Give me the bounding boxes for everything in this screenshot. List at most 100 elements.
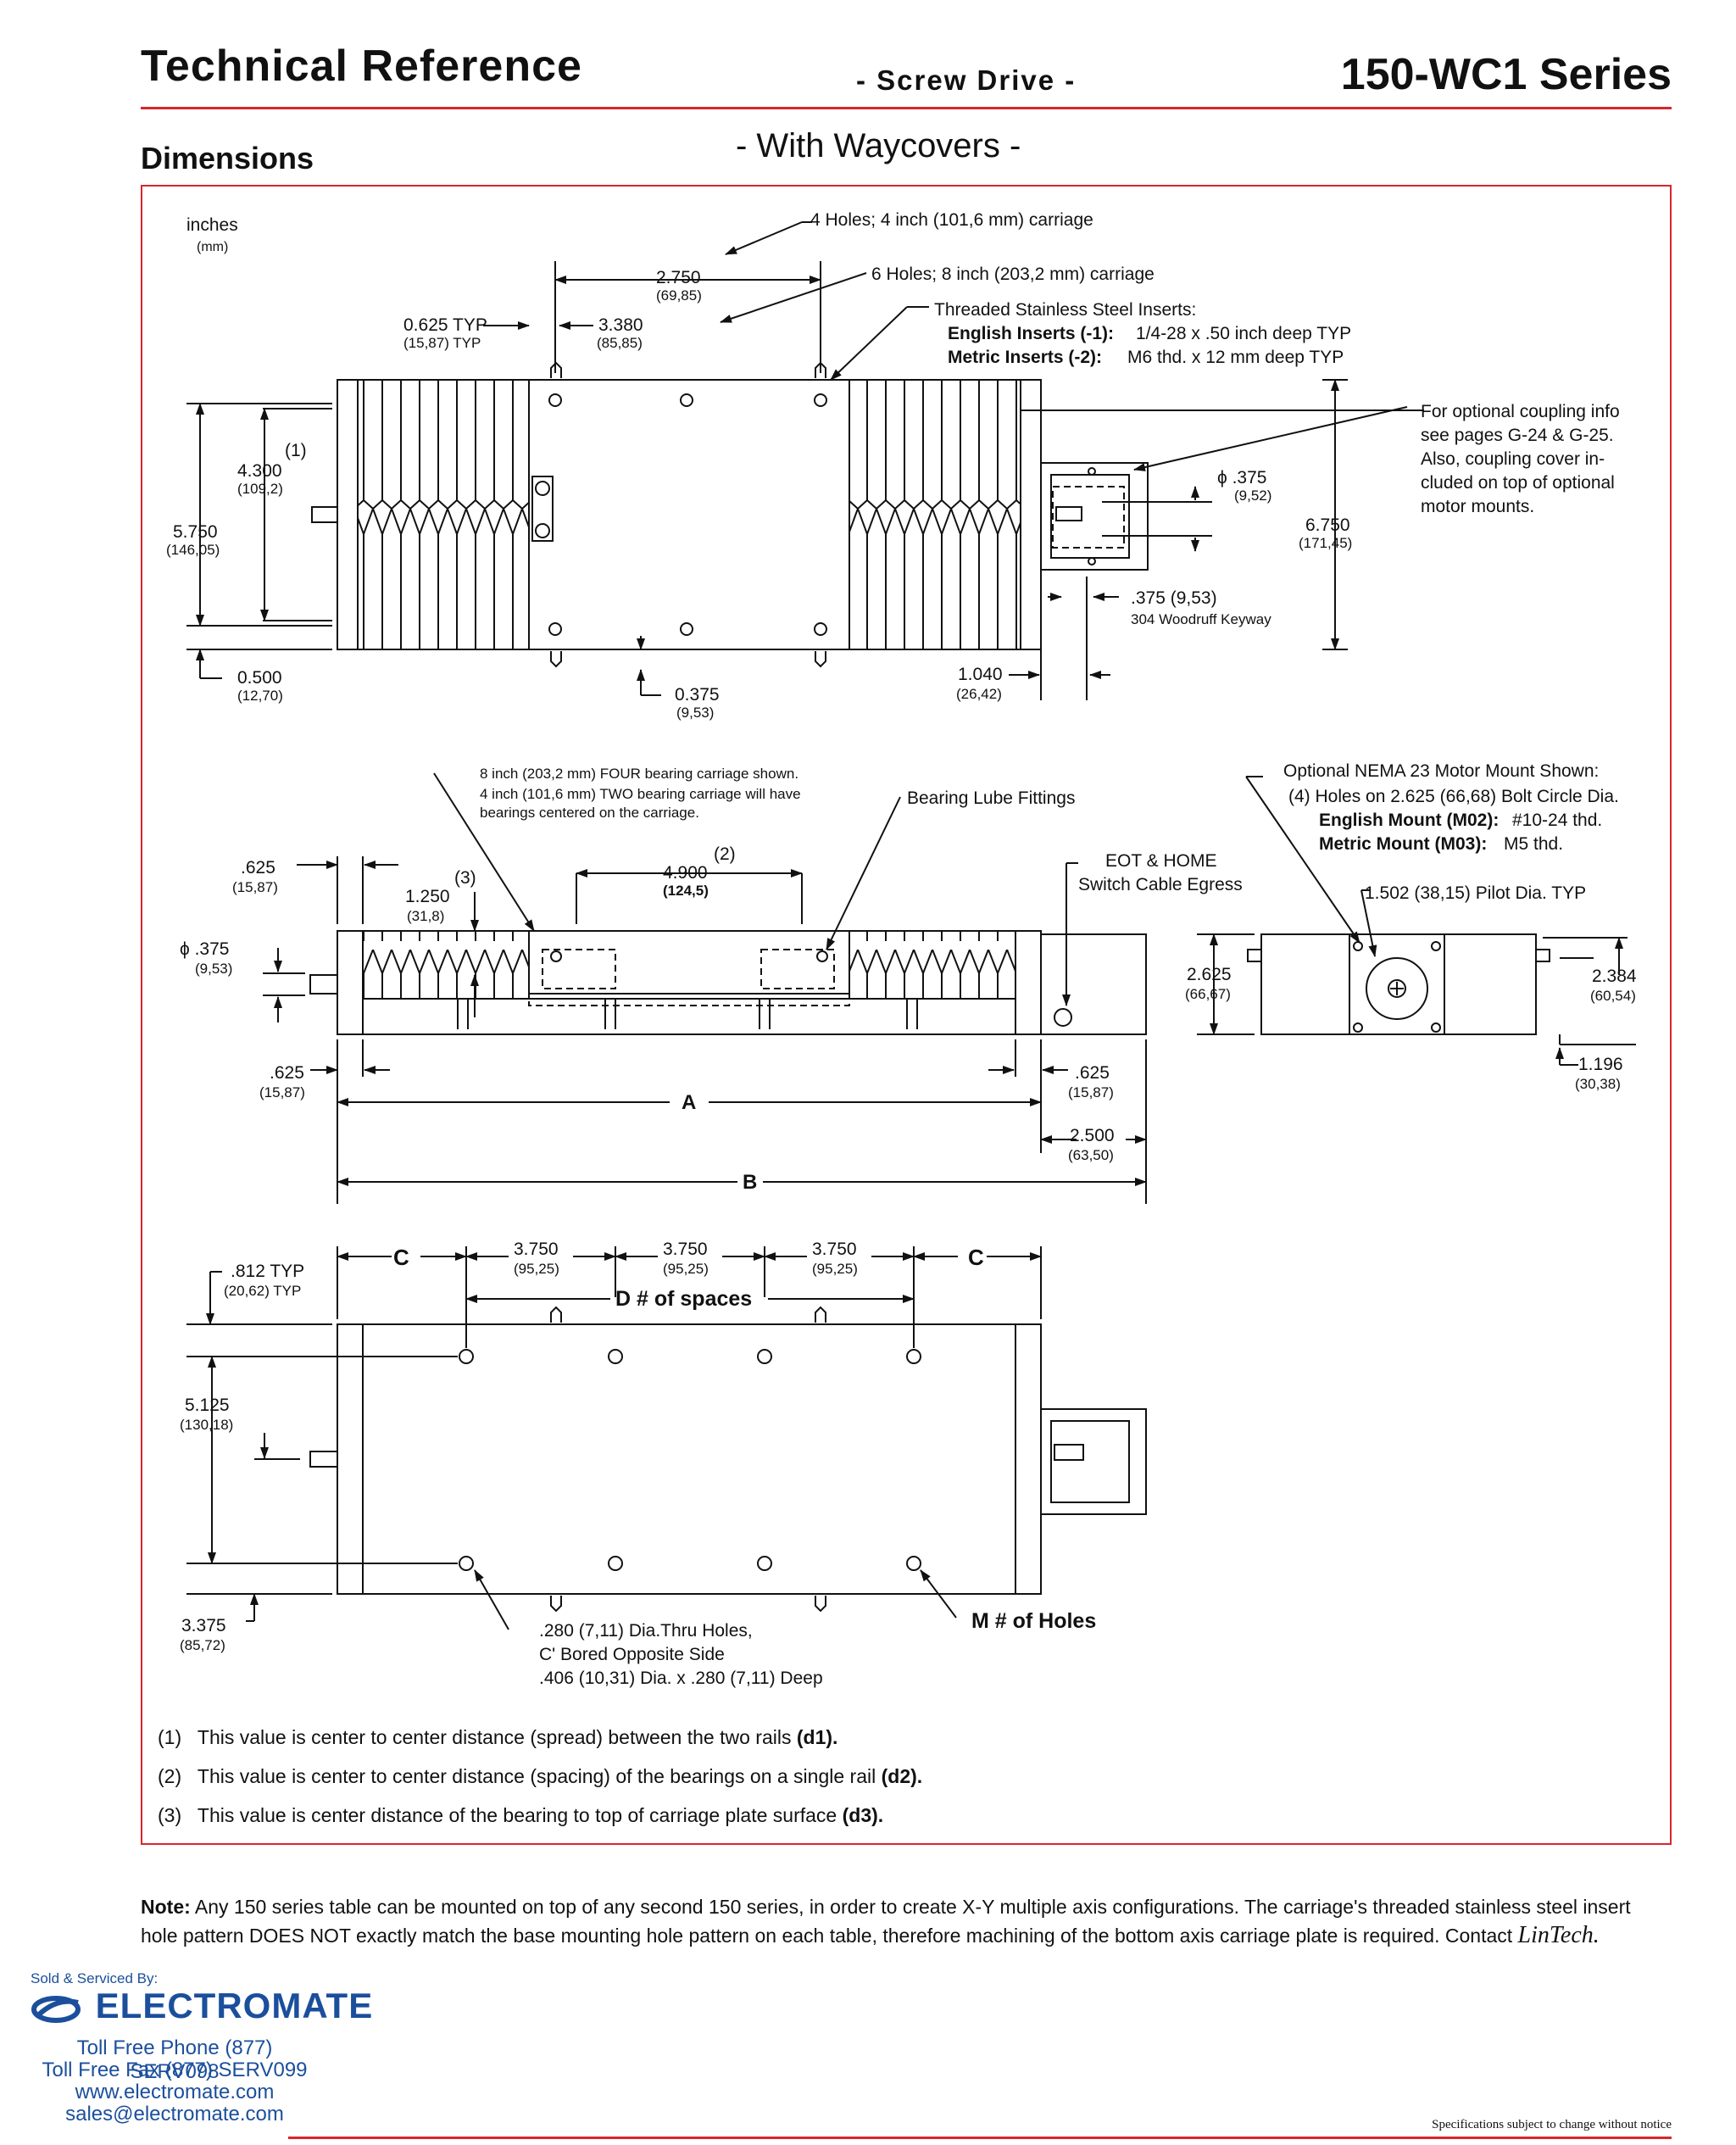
dim-A: A (682, 1091, 696, 1114)
drawing-frame (141, 185, 1672, 1845)
m-holes-label: M # of Holes (971, 1609, 1096, 1633)
coupling-line-5: motor mounts. (1421, 497, 1534, 516)
dim-dia-375: ϕ .375 (1217, 468, 1266, 488)
note-paragraph: Note: Any 150 series table can be mounte… (141, 1896, 1631, 1948)
motor-coupling (1040, 462, 1149, 571)
dim-2750-mm: (69,85) (656, 287, 702, 304)
dim-dia-375-mm: (9,52) (1234, 488, 1271, 504)
carriage-note-2: 4 inch (101,6 mm) TWO bearing carriage w… (480, 786, 801, 802)
dim-keyway-375: .375 (9,53) (1131, 588, 1217, 608)
dim-2500: 2.500 (1070, 1126, 1115, 1145)
dim-2500-mm: (63,50) (1068, 1147, 1114, 1163)
page-title: Technical Reference (141, 42, 582, 91)
side-dim-dia-375-mm: (9,53) (195, 961, 232, 977)
dim-5750: 5.750 (173, 522, 218, 542)
dim-3375-mm: (85,72) (180, 1637, 225, 1653)
dim-1250: 1.250 (405, 887, 450, 906)
motor-mount-metric-value: M5 thd. (1504, 834, 1563, 854)
side-dim-dia-375: ϕ .375 (180, 939, 229, 959)
lube-fittings-label: Bearing Lube Fittings (907, 788, 1075, 808)
coupling-line-3: Also, coupling cover in- (1421, 449, 1605, 469)
header-rule (141, 107, 1672, 109)
footnote-1: (1) This value is center to center dista… (158, 1726, 838, 1748)
units-sub: (mm) (197, 240, 228, 254)
dim-6750: 6.750 (1305, 515, 1350, 535)
dim-625b: .625 (270, 1063, 304, 1083)
motor-mount-holes: (4) Holes on 2.625 (66,68) Bolt Circle D… (1288, 787, 1619, 806)
dim-3750-3-mm: (95,25) (812, 1261, 858, 1277)
footer-fax: Toll Free Fax (877) SERV099 (42, 2059, 308, 2081)
dim-5125: 5.125 (185, 1396, 230, 1415)
dim-3750-1: 3.750 (514, 1240, 559, 1259)
footer-phone: Toll Free Phone (877) SERV098 (76, 2036, 273, 2083)
dim-D-spaces: D # of spaces (615, 1287, 752, 1311)
callout-metric-inserts: Metric Inserts (-2): (948, 348, 1102, 367)
note-2-marker: (2) (714, 844, 736, 864)
dim-6750-mm: (171,45) (1299, 535, 1352, 551)
dim-2384-mm: (60,54) (1590, 988, 1636, 1004)
dim-0625: 0.625 TYP (403, 315, 487, 335)
holes-line-1: .280 (7,11) Dia.Thru Holes, (539, 1621, 753, 1641)
coupling-line-2: see pages G-24 & G-25. (1421, 426, 1614, 445)
dim-4300-mm: (109,2) (237, 481, 283, 497)
dim-812: .812 TYP (231, 1262, 304, 1281)
bottom-view-body (337, 1323, 1042, 1595)
dim-625c-mm: (15,87) (1068, 1084, 1114, 1100)
callout-english-inserts-value: 1/4-28 x .50 inch deep TYP (1136, 324, 1351, 343)
footer-email-link[interactable]: sales@electromate.com (65, 2103, 284, 2126)
dim-1040: 1.040 (958, 665, 1003, 684)
dim-3375: 3.375 (181, 1616, 226, 1635)
dim-5125-mm: (130,18) (180, 1417, 233, 1433)
callout-metric-inserts-value: M6 thd. x 12 mm deep TYP (1127, 348, 1344, 367)
dim-812-mm: (20,62) TYP (224, 1283, 301, 1299)
dim-2625-mm: (66,67) (1185, 986, 1231, 1002)
dim-4300: 4.300 (237, 461, 282, 481)
dim-3750-3: 3.750 (812, 1240, 857, 1259)
dim-2384: 2.384 (1592, 967, 1637, 986)
dim-2625: 2.625 (1187, 965, 1232, 984)
note-3-marker: (3) (454, 868, 476, 888)
eot-label-1: EOT & HOME (1105, 851, 1216, 871)
dim-625a: .625 (241, 858, 275, 878)
sold-by-label: Sold & Serviced By: (31, 1970, 159, 1986)
coupling-line-1: For optional coupling info (1421, 402, 1620, 421)
carriage-note-1: 8 inch (203,2 mm) FOUR bearing carriage … (480, 766, 798, 782)
dim-1250-mm: (31,8) (407, 908, 444, 924)
section-title: Dimensions (141, 141, 314, 176)
dim-0375: 0.375 (675, 685, 720, 705)
motor-mount-pilot: 1.502 (38,15) Pilot Dia. TYP (1365, 883, 1586, 903)
dim-1040-mm: (26,42) (956, 686, 1002, 702)
dim-1196-mm: (30,38) (1575, 1076, 1621, 1092)
dim-C-right: C (968, 1245, 984, 1270)
callout-holes4: 4 Holes; 4 inch (101,6 mm) carriage (810, 210, 1093, 230)
footer-web-link[interactable]: www.electromate.com (75, 2081, 275, 2103)
dim-4900-mm: (124,5) (663, 883, 709, 899)
dim-625a-mm: (15,87) (232, 879, 278, 895)
dim-625c: .625 (1075, 1063, 1110, 1083)
dim-3750-2-mm: (95,25) (663, 1261, 709, 1277)
dim-1196: 1.196 (1578, 1055, 1623, 1074)
page-subtitle: - Screw Drive - (856, 64, 1077, 96)
motor-mount-metric: Metric Mount (M03): (1319, 834, 1487, 854)
spec-notice: Specifications subject to change without… (1432, 2118, 1672, 2131)
motor-mount-english: English Mount (M02): (1319, 811, 1499, 830)
coupling-line-4: cluded on top of optional (1421, 473, 1615, 493)
footer-rule (288, 2137, 1672, 2139)
units-label: inches (186, 215, 238, 235)
dim-0500-mm: (12,70) (237, 688, 283, 704)
dim-4900: 4.900 (663, 863, 708, 883)
holes-line-3: .406 (10,31) Dia. x .280 (7,11) Deep (539, 1669, 823, 1688)
brand-logo: ELECTROMATE (31, 1986, 373, 2026)
footnote-2: (2) This value is center to center dista… (158, 1765, 923, 1787)
dim-C-left: C (393, 1245, 409, 1270)
dim-0375-mm: (9,53) (676, 705, 714, 721)
dim-5750-mm: (146,05) (166, 542, 220, 558)
dim-3750-1-mm: (95,25) (514, 1261, 559, 1277)
dim-2750: 2.750 (656, 268, 701, 287)
carriage-note-3: bearings centered on the carriage. (480, 805, 699, 821)
callout-english-inserts: English Inserts (-1): (948, 324, 1114, 343)
section-subtitle: - With Waycovers - (736, 127, 1021, 164)
dim-3750-2: 3.750 (663, 1240, 708, 1259)
dim-3380: 3.380 (598, 315, 643, 335)
